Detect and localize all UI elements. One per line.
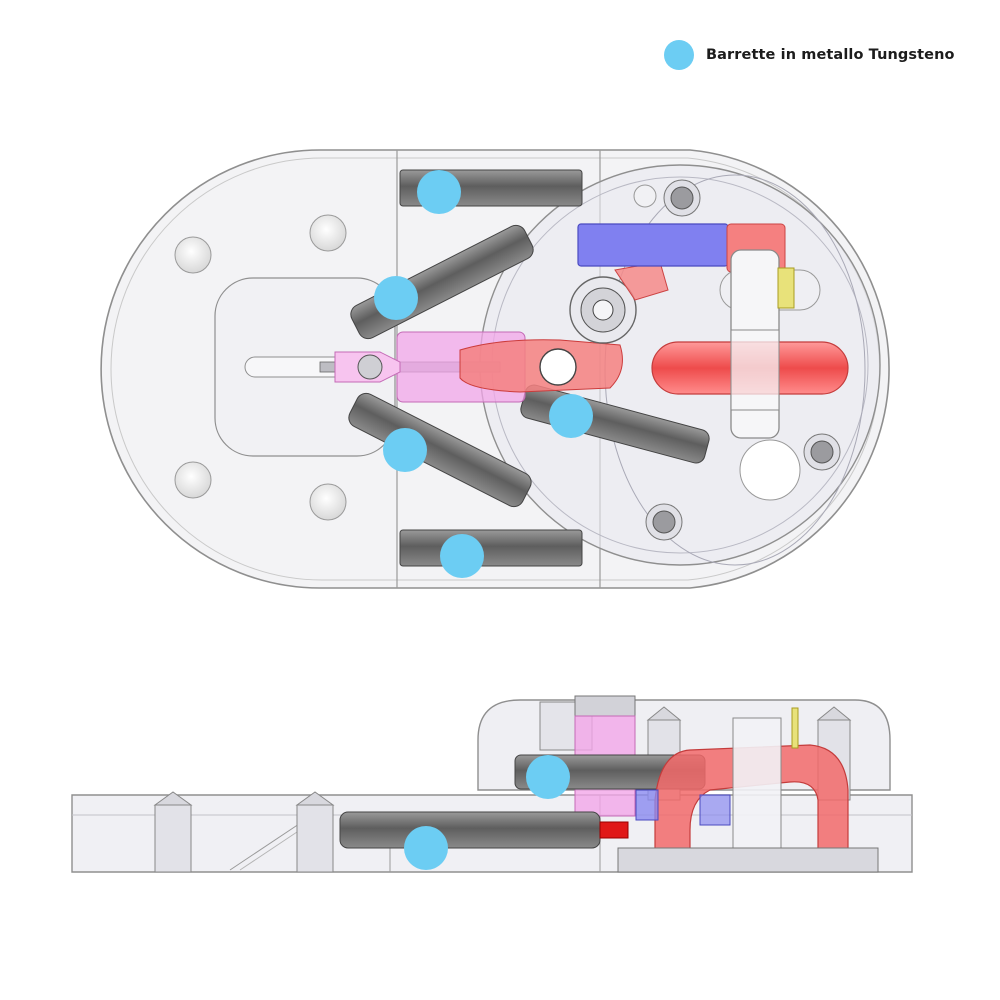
mounting-holes xyxy=(174,214,347,521)
marker-dot xyxy=(417,170,461,214)
legend-marker xyxy=(664,40,694,70)
bottom-plate-side xyxy=(617,847,879,873)
legend-label: Barrette in metallo Tungsteno xyxy=(706,47,955,63)
marker-dot xyxy=(374,276,418,320)
marker-dot xyxy=(440,534,484,578)
side-view xyxy=(71,695,913,873)
blue-block xyxy=(577,223,729,267)
top-view xyxy=(100,149,890,589)
tungsten-bar-side xyxy=(339,811,601,849)
red-tube-side xyxy=(654,744,849,861)
marker-dot xyxy=(383,428,427,472)
legend: Barrette in metallo Tungsteno xyxy=(664,40,955,70)
tungsten-markers xyxy=(374,170,593,870)
tungsten-bar xyxy=(399,529,583,567)
marker-dot xyxy=(526,755,570,799)
tungsten-bar xyxy=(348,392,532,508)
marker-dot xyxy=(404,826,448,870)
marker-dot xyxy=(549,394,593,438)
plate-screws xyxy=(633,179,841,541)
